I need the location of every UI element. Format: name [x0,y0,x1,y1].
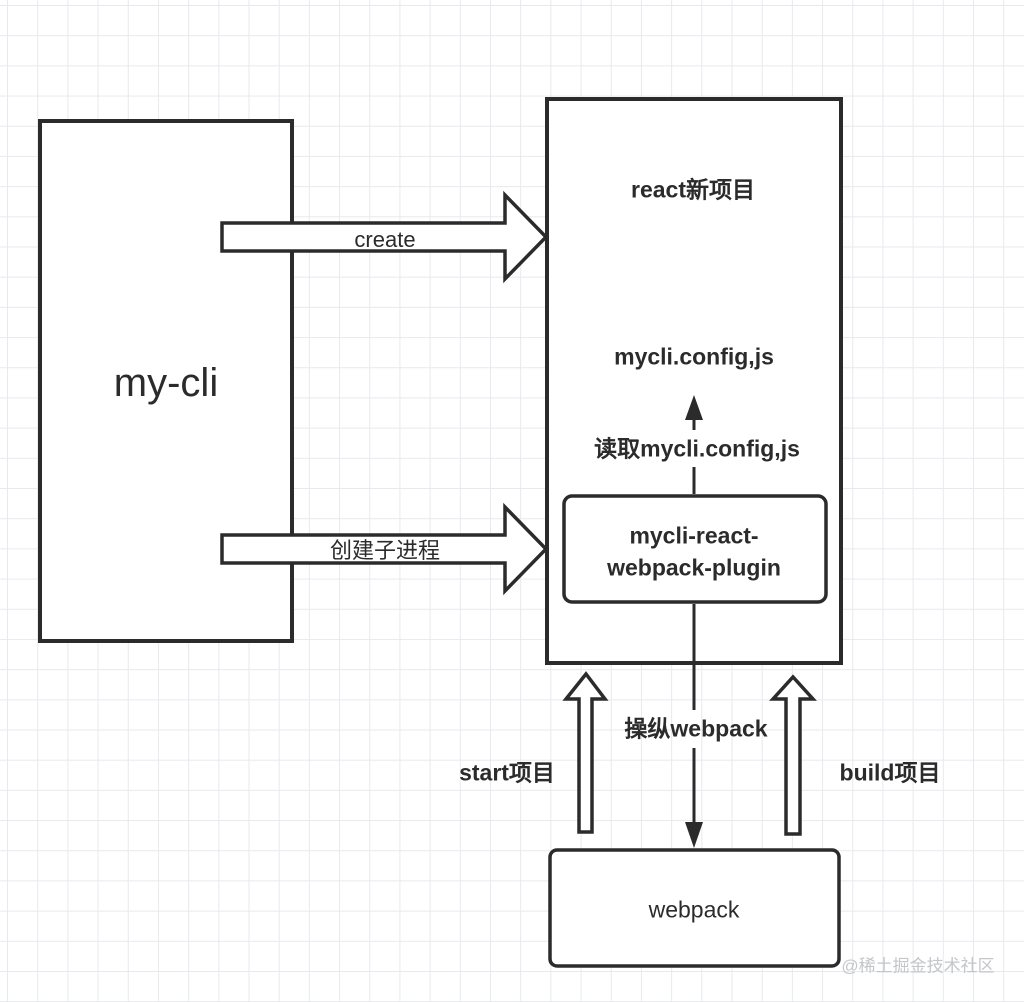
create-label: create [354,227,416,252]
plugin-box[interactable] [562,494,828,604]
webpack-label: webpack [648,896,740,923]
webpack-box[interactable] [548,848,841,968]
control-webpack-label: 操纵webpack [624,715,768,742]
control-webpack-arrowhead-icon [685,822,703,848]
start-arrow[interactable] [562,671,609,834]
plugin-label-line1: mycli-react- [629,522,759,549]
spawn-child-arrow[interactable] [220,502,549,596]
start-label: start项目 [459,759,555,786]
create-arrow[interactable] [220,190,549,284]
my-cli-label: my-cli [113,361,219,405]
config-file-label: mycli.config,js [614,343,774,370]
build-arrow[interactable] [769,674,817,836]
watermark: @稀土掘金技术社区 [841,956,995,976]
read-config-label: 读取mycli.config,js [594,435,800,462]
read-config-arrowhead-icon [685,395,703,420]
plugin-label-line2: webpack-plugin [607,554,781,581]
react-project-title: react新项目 [631,176,755,203]
spawn-child-label: 创建子进程 [329,538,441,563]
build-label: build项目 [839,759,941,786]
